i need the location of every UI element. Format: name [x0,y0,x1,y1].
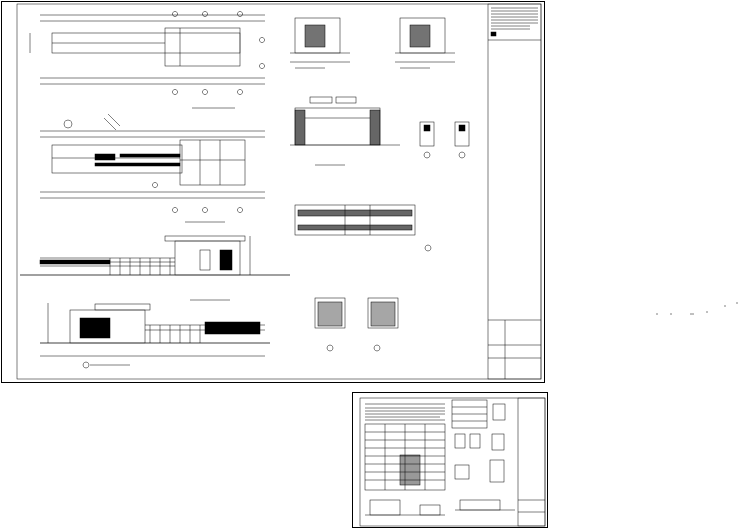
roof-plan [29,11,265,109]
detail-1 [419,121,435,159]
secondary-inner-frame [359,397,546,527]
secondary-elevations [365,499,515,516]
margin-marks [656,302,738,315]
elevation-long-1 [20,235,290,301]
material-table [364,423,446,491]
detail-2 [454,121,470,159]
secondary-drawing-sheet [352,392,548,528]
title-block [487,3,542,380]
post-detail-b [367,297,399,352]
door-window-schedule [451,399,506,483]
notes-text-block [365,403,445,421]
wall-section [294,204,432,252]
floor-plan [40,113,265,223]
title-block-text-lines [490,7,538,37]
post-detail-a [314,297,346,352]
elevation-b [395,17,455,69]
elevation-a [290,17,350,69]
section-1-1 [290,96,400,166]
elevation-long-2 [40,303,270,369]
